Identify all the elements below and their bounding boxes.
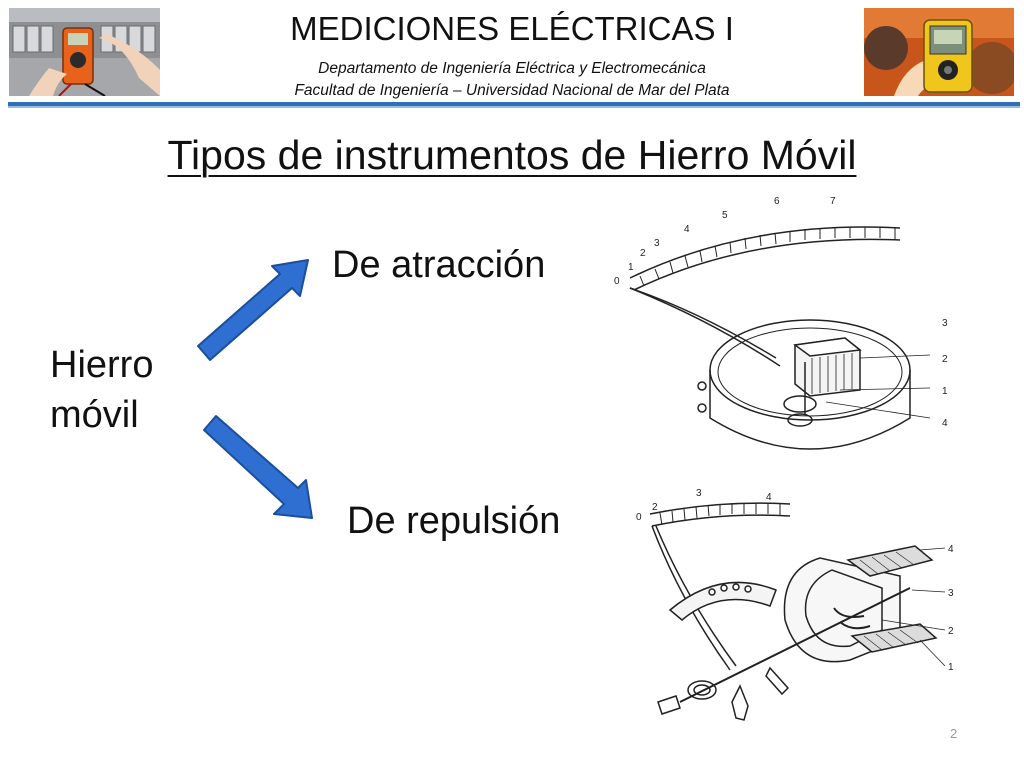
repulsion-label: De repulsión	[347, 500, 561, 542]
svg-text:4: 4	[684, 224, 690, 235]
svg-text:5: 5	[722, 210, 728, 221]
svg-text:2: 2	[948, 626, 954, 637]
svg-text:0: 0	[614, 276, 620, 287]
slide-header: MEDICIONES ELÉCTRICAS I Departamento de …	[0, 0, 1024, 110]
svg-text:1: 1	[942, 386, 948, 397]
faculty-subtitle: Facultad de Ingeniería – Universidad Nac…	[294, 82, 730, 99]
svg-text:4: 4	[942, 418, 948, 429]
svg-text:3: 3	[948, 588, 954, 599]
header-rule	[8, 102, 1020, 106]
svg-text:7: 7	[830, 196, 836, 207]
svg-text:6: 6	[774, 196, 780, 207]
department-subtitle: Departamento de Ingeniería Eléctrica y E…	[318, 60, 706, 77]
svg-text:4: 4	[948, 544, 954, 555]
attraction-instrument-drawing: 0 1 2 3 4 5 6 7 3 2 1 4	[614, 196, 948, 450]
svg-text:2: 2	[640, 248, 646, 259]
arrow-up-right-icon	[197, 259, 309, 361]
svg-text:1: 1	[948, 662, 954, 673]
slide-title: Tipos de instrumentos de Hierro Móvil	[167, 132, 857, 178]
repulsion-instrument-drawing: 0 2 3 4 4 3 2 1	[636, 488, 954, 721]
multimeter-photo-left	[9, 8, 160, 96]
svg-text:2: 2	[652, 502, 658, 513]
svg-text:3: 3	[654, 238, 660, 249]
header-rule-light	[8, 106, 1020, 108]
svg-text:2: 2	[942, 354, 948, 365]
svg-text:0: 0	[636, 512, 642, 523]
svg-text:4: 4	[766, 492, 772, 503]
moving-iron-label: Hierro móvil	[50, 344, 154, 436]
svg-text:3: 3	[696, 488, 702, 499]
svg-text:3: 3	[942, 318, 948, 329]
multimeter-photo-right	[864, 8, 1014, 96]
svg-text:1: 1	[628, 262, 634, 273]
attraction-label: De atracción	[332, 244, 546, 286]
arrow-down-right-icon	[203, 415, 313, 519]
page-number: 2	[950, 726, 958, 741]
course-title: MEDICIONES ELÉCTRICAS I	[290, 10, 734, 47]
